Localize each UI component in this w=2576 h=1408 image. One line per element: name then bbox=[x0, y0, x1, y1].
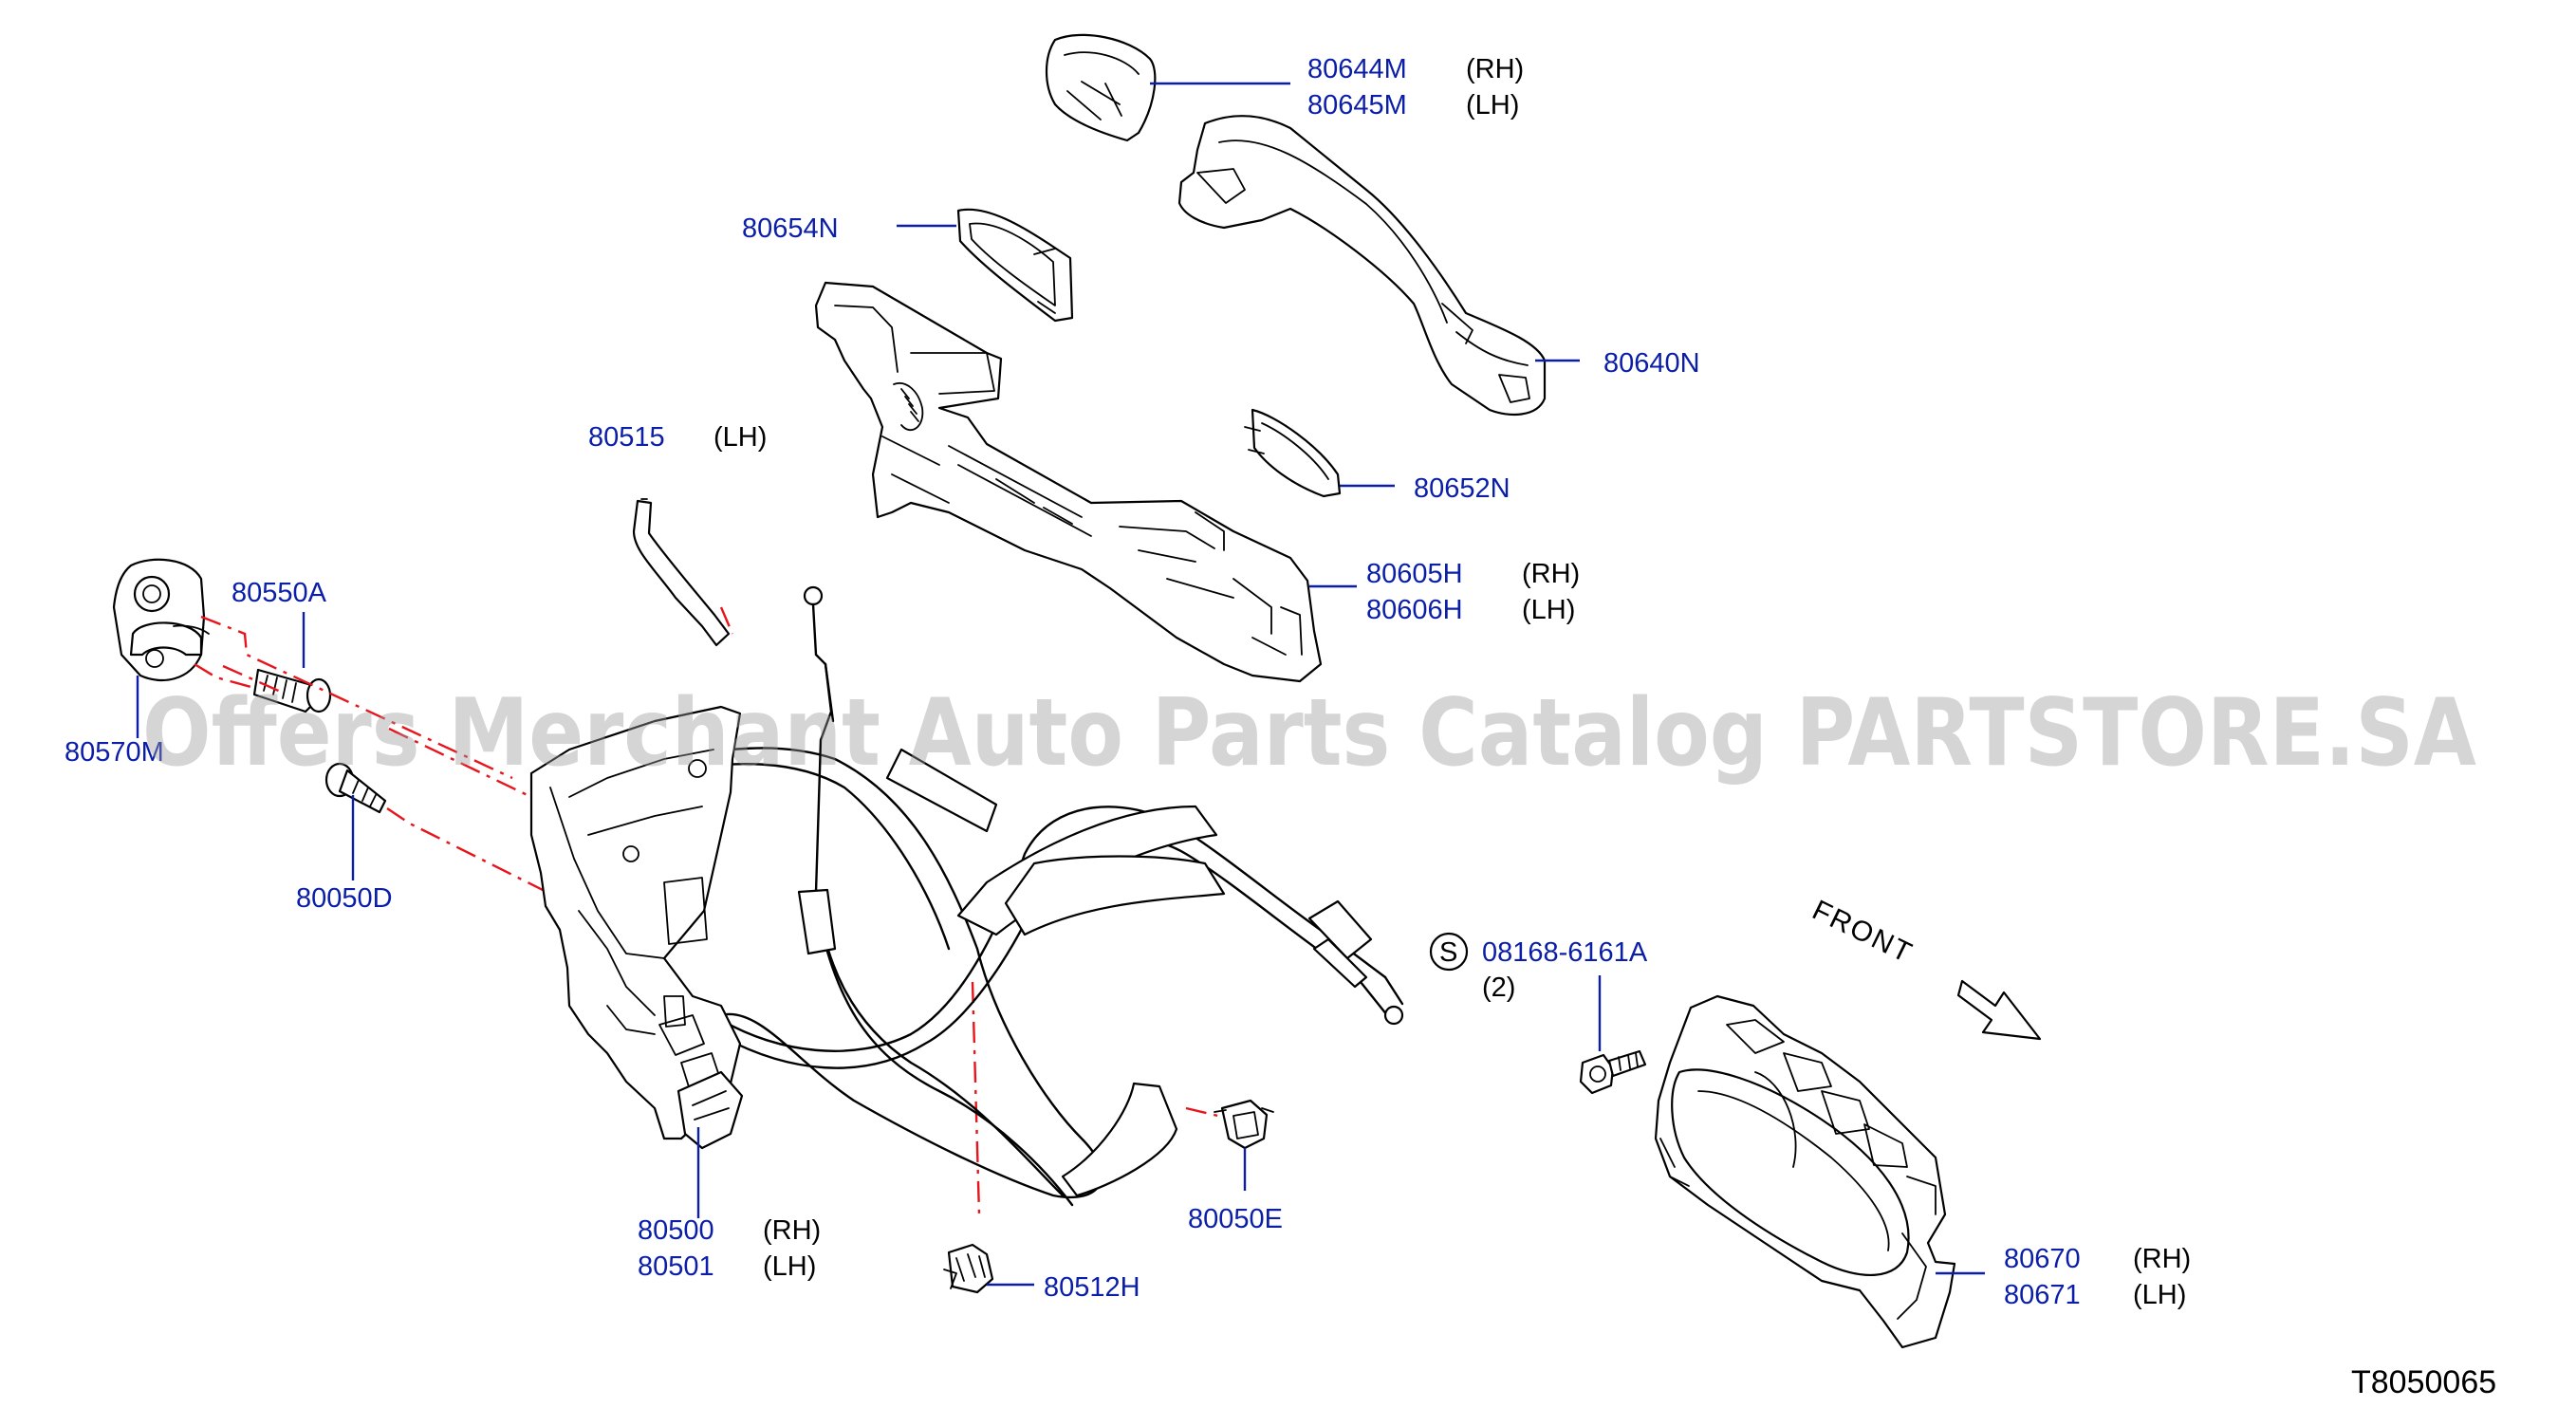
part-number-08168-6161a: 08168-6161A bbox=[1482, 937, 1648, 968]
front-arrow-icon bbox=[1956, 979, 2042, 1041]
side-lh: (LH) bbox=[1466, 90, 1519, 120]
callout-80515: 80515 (LH) bbox=[588, 422, 767, 453]
part-number-80654n: 80654N bbox=[742, 213, 839, 244]
front-label: FRONT bbox=[1807, 895, 1918, 970]
front-direction-indicator: FRONT bbox=[1807, 895, 2042, 1041]
side-rh: (RH) bbox=[1466, 54, 1524, 84]
part-80515-rod bbox=[632, 498, 731, 647]
part-80512h-clip bbox=[943, 1243, 994, 1294]
part-80050e-clip bbox=[1214, 1099, 1274, 1150]
side-rh: (RH) bbox=[2133, 1244, 2191, 1274]
part-80570m-door-striker bbox=[112, 558, 210, 682]
part-number-80640n: 80640N bbox=[1603, 348, 1700, 379]
part-80050d-screw bbox=[324, 762, 387, 814]
part-80640n-outside-handle bbox=[1177, 115, 1547, 416]
part-80670-inside-handle bbox=[1654, 994, 1956, 1349]
part-80654n-gasket bbox=[956, 208, 1074, 323]
part-number-80501: 80501 bbox=[638, 1251, 714, 1282]
standard-part-symbol: S bbox=[1439, 937, 1457, 968]
part-80652n-gasket bbox=[1244, 408, 1342, 498]
callout-80644m: 80644M (RH) 80645M (LH) bbox=[1307, 54, 1524, 120]
side-lh: (LH) bbox=[713, 422, 767, 453]
callout-80605h: 80605H (RH) 80606H (LH) bbox=[1366, 559, 1580, 625]
standard-part-symbol-icon bbox=[1429, 932, 1469, 972]
part-number-80670: 80670 bbox=[2004, 1244, 2081, 1274]
quantity: (2) bbox=[1482, 973, 1515, 1003]
assembly-guide-lines bbox=[194, 606, 1227, 1215]
part-number-80512h: 80512H bbox=[1044, 1272, 1140, 1303]
side-lh: (LH) bbox=[2133, 1280, 2186, 1310]
part-number-80050d: 80050D bbox=[296, 883, 393, 914]
watermark: Offers Merchant Auto Parts Catalog PARTS… bbox=[142, 679, 2476, 787]
part-number-80652n: 80652N bbox=[1414, 473, 1510, 504]
diagram-code: T8050065 bbox=[2351, 1364, 2496, 1400]
side-lh: (LH) bbox=[763, 1251, 816, 1282]
part-80644m-escutcheon-cap bbox=[1046, 33, 1157, 142]
part-number-80644m: 80644M bbox=[1307, 54, 1407, 84]
callout-80670: 80670 (RH) 80671 (LH) bbox=[2004, 1244, 2191, 1310]
part-number-80645m: 80645M bbox=[1307, 90, 1407, 120]
part-number-80606h: 80606H bbox=[1366, 595, 1463, 625]
part-number-80050e: 80050E bbox=[1188, 1204, 1283, 1234]
part-08168-6161a-bolt bbox=[1579, 1049, 1647, 1095]
part-number-80550a: 80550A bbox=[232, 578, 327, 608]
part-number-80570m: 80570M bbox=[65, 737, 164, 768]
callout-08168-6161a: S 08168-6161A (2) bbox=[1429, 932, 1648, 1003]
part-80605h-handle-frame bbox=[814, 281, 1323, 683]
side-rh: (RH) bbox=[763, 1215, 821, 1246]
side-lh: (LH) bbox=[1522, 595, 1575, 625]
callout-leaders bbox=[136, 82, 1985, 1287]
part-number-80515: 80515 bbox=[588, 422, 665, 453]
part-number-80605h: 80605H bbox=[1366, 559, 1463, 589]
part-number-80500: 80500 bbox=[638, 1215, 714, 1246]
side-rh: (RH) bbox=[1522, 559, 1580, 589]
cable-sheaths bbox=[797, 748, 1373, 1197]
part-80550a-screw bbox=[252, 668, 332, 713]
part-80500-door-lock-actuator bbox=[529, 705, 744, 1150]
callout-80500: 80500 (RH) 80501 (LH) bbox=[638, 1215, 821, 1282]
part-number-80671: 80671 bbox=[2004, 1280, 2081, 1310]
